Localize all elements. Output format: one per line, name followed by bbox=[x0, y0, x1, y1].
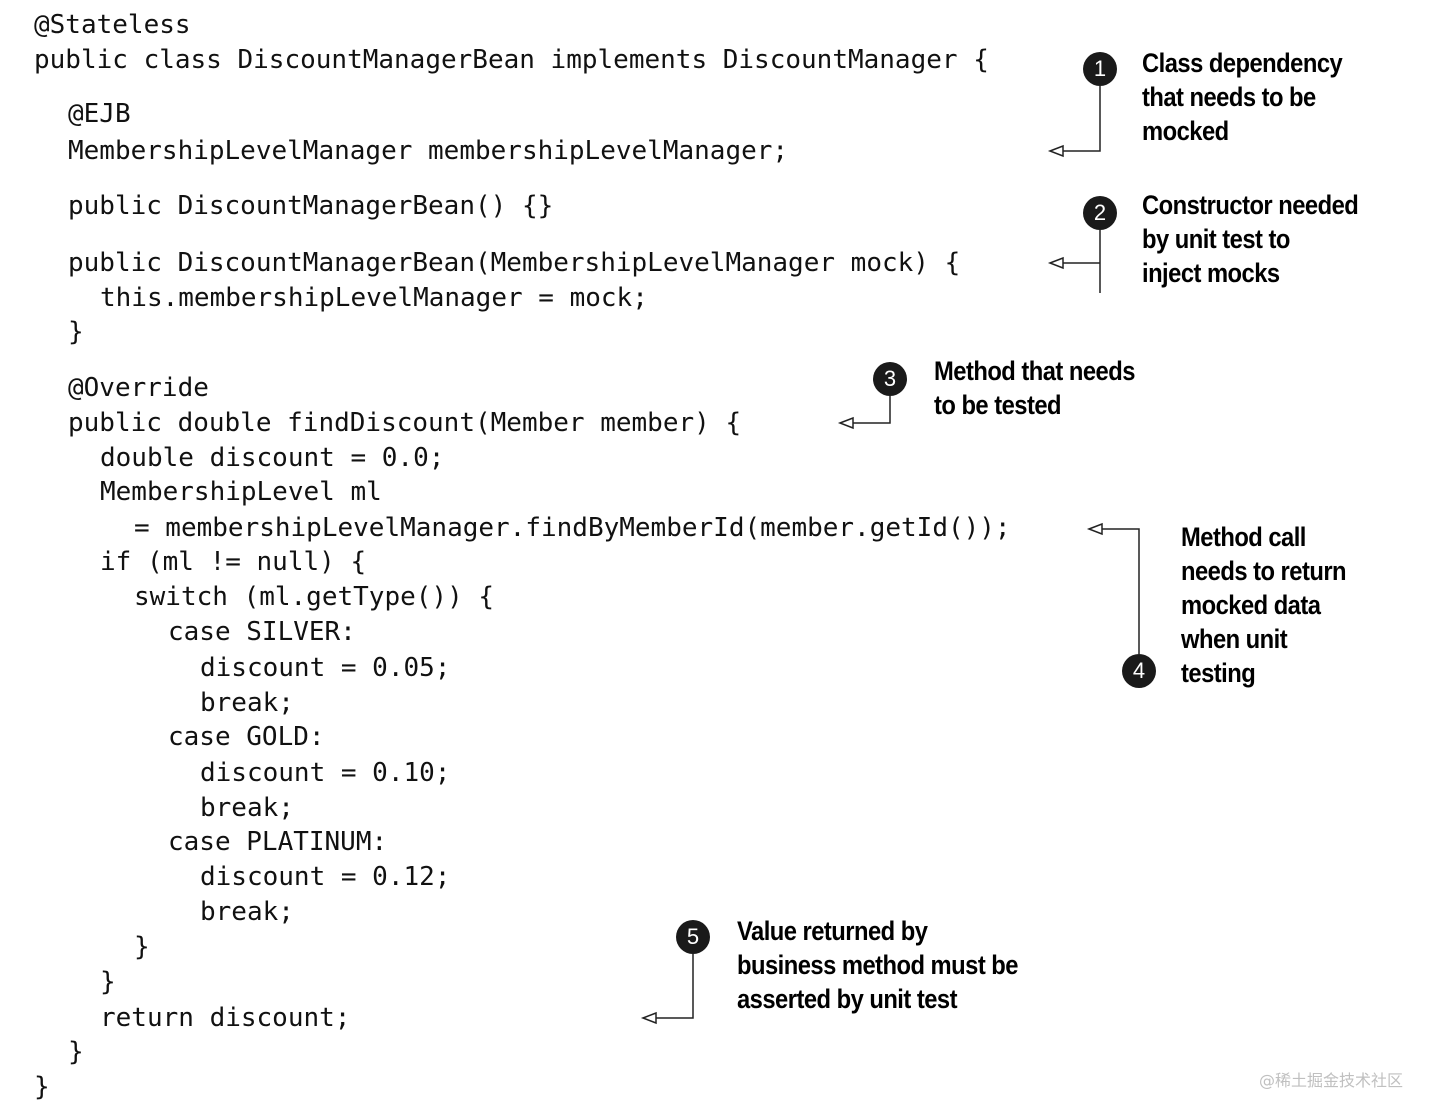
code-line-21: break; bbox=[200, 793, 294, 823]
code-line-27: return discount; bbox=[100, 1003, 351, 1033]
callout-2-line: by unit test to bbox=[1142, 224, 1290, 254]
code-line-16: case SILVER: bbox=[168, 617, 356, 647]
callout-4-line: Method call bbox=[1181, 522, 1306, 552]
code-line-22: case PLATINUM: bbox=[168, 827, 388, 857]
callout-3-line: Method that needs bbox=[934, 356, 1135, 386]
arrowhead-2 bbox=[1047, 256, 1064, 270]
callout-text-2: Constructor needed by unit test to injec… bbox=[1142, 188, 1359, 290]
code-line-3: @EJB bbox=[68, 99, 131, 129]
callout-text-5: Value returned by business method must b… bbox=[737, 914, 1018, 1016]
callout-marker-4: 4 bbox=[1122, 654, 1156, 688]
code-line-28: } bbox=[68, 1037, 84, 1067]
callout-4-line: when unit bbox=[1181, 624, 1288, 654]
code-line-17: discount = 0.05; bbox=[200, 653, 451, 683]
code-line-2: public class DiscountManagerBean impleme… bbox=[34, 45, 989, 75]
callout-4-line: needs to return bbox=[1181, 556, 1347, 586]
callout-marker-2: 2 bbox=[1083, 196, 1117, 230]
arrowhead-3 bbox=[837, 416, 854, 430]
code-line-25: } bbox=[134, 932, 150, 962]
callout-text-3: Method that needs to be tested bbox=[934, 354, 1135, 422]
code-line-24: break; bbox=[200, 897, 294, 927]
leader-line-2 bbox=[1063, 230, 1101, 293]
code-line-19: case GOLD: bbox=[168, 722, 325, 752]
code-line-13: = membershipLevelManager.findByMemberId(… bbox=[134, 513, 1011, 543]
callout-text-1: Class dependency that needs to be mocked bbox=[1142, 46, 1343, 148]
arrowhead-1 bbox=[1047, 144, 1064, 158]
callout-5-line: business method must be bbox=[737, 950, 1018, 980]
callout-5-line: Value returned by bbox=[737, 916, 928, 946]
callout-5-line: asserted by unit test bbox=[737, 984, 958, 1014]
watermark: @稀土掘金技术社区 bbox=[1258, 1071, 1403, 1090]
leader-line-3 bbox=[853, 396, 891, 424]
callout-marker-3: 3 bbox=[873, 362, 907, 396]
arrowhead-4 bbox=[1086, 522, 1103, 536]
code-line-4: MembershipLevelManager membershipLevelMa… bbox=[68, 136, 789, 166]
code-line-23: discount = 0.12; bbox=[200, 862, 451, 892]
callout-marker-5: 5 bbox=[676, 920, 710, 954]
callout-3-line: to be tested bbox=[934, 390, 1062, 420]
callout-1-line: that needs to be bbox=[1142, 82, 1316, 112]
callout-1-line: mocked bbox=[1142, 116, 1229, 146]
code-line-5: public DiscountManagerBean() {} bbox=[68, 191, 554, 221]
code-line-20: discount = 0.10; bbox=[200, 758, 451, 788]
leader-line-5 bbox=[656, 954, 694, 1019]
code-line-12: MembershipLevel ml bbox=[100, 477, 382, 507]
code-line-18: break; bbox=[200, 688, 294, 718]
callout-4-line: mocked data bbox=[1181, 590, 1321, 620]
code-line-7: this.membershipLevelManager = mock; bbox=[100, 283, 648, 313]
code-line-14: if (ml != null) { bbox=[100, 547, 367, 577]
leader-line-1 bbox=[1063, 86, 1101, 152]
arrowhead-5 bbox=[640, 1011, 657, 1025]
callout-2-line: Constructor needed bbox=[1142, 190, 1359, 220]
code-line-6: public DiscountManagerBean(MembershipLev… bbox=[68, 248, 961, 278]
callout-1-line: Class dependency bbox=[1142, 48, 1343, 78]
code-line-10: public double findDiscount(Member member… bbox=[68, 408, 742, 438]
code-line-1: @Stateless bbox=[34, 10, 191, 40]
callout-marker-1: 1 bbox=[1083, 52, 1117, 86]
code-line-26: } bbox=[100, 967, 116, 997]
code-line-9: @Override bbox=[68, 373, 209, 403]
callout-4-line: testing bbox=[1181, 658, 1256, 688]
code-line-11: double discount = 0.0; bbox=[100, 443, 445, 473]
code-line-8: } bbox=[68, 317, 84, 347]
callout-text-4: Method call needs to return mocked data … bbox=[1181, 520, 1347, 690]
callout-2-line: inject mocks bbox=[1142, 258, 1280, 288]
code-line-15: switch (ml.getType()) { bbox=[134, 582, 495, 612]
code-line-29: } bbox=[34, 1072, 50, 1102]
leader-line-4 bbox=[1102, 528, 1140, 654]
